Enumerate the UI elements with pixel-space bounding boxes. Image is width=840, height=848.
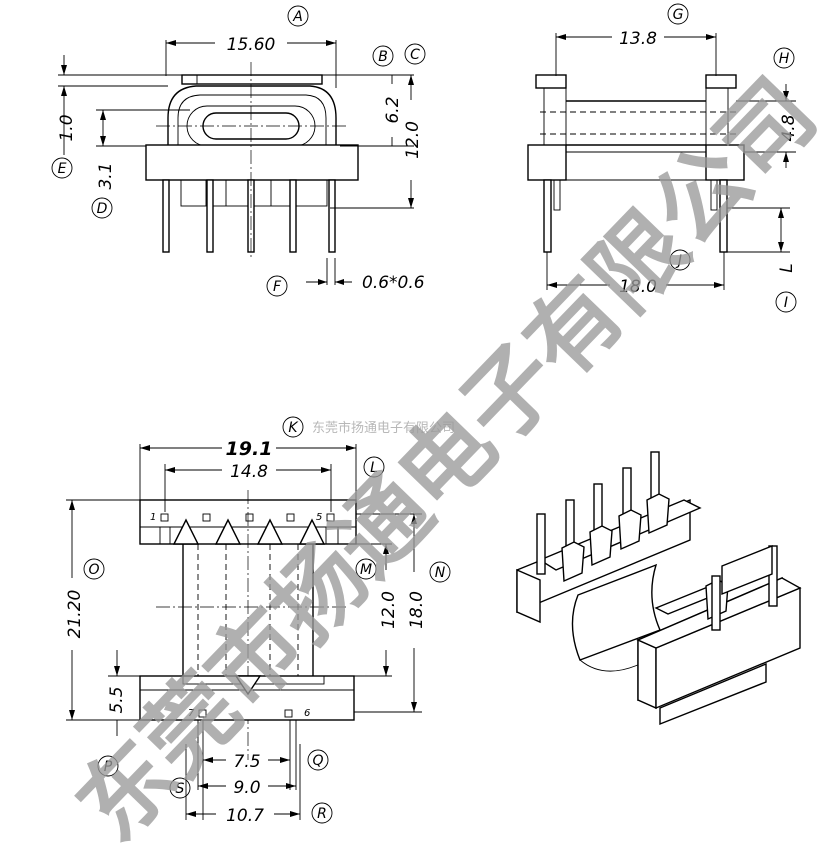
svg-text:F: F bbox=[273, 279, 282, 295]
callout-q: Q bbox=[307, 749, 329, 771]
dim-1-0: 1.0 bbox=[57, 114, 77, 141]
pin-guides-top bbox=[172, 518, 326, 545]
dim-13-8: 13.8 bbox=[619, 29, 657, 49]
svg-text:A: A bbox=[292, 9, 303, 25]
bobbin-body bbox=[167, 85, 337, 145]
isometric-view bbox=[516, 451, 802, 726]
top-plate bbox=[181, 74, 323, 85]
svg-text:J: J bbox=[675, 253, 682, 269]
side-view: 13.8 4.8 L 18.0 G H I J bbox=[527, 3, 799, 313]
svg-text:K: K bbox=[288, 420, 299, 436]
callout-n: N bbox=[429, 561, 451, 583]
svg-text:S: S bbox=[176, 781, 185, 797]
callout-r: R bbox=[311, 802, 333, 824]
svg-text:E: E bbox=[58, 161, 67, 177]
svg-text:C: C bbox=[410, 47, 420, 63]
callout-s: S bbox=[169, 777, 191, 799]
svg-text:N: N bbox=[435, 565, 446, 581]
pin-number-1: 1 bbox=[150, 512, 156, 523]
svg-text:G: G bbox=[673, 7, 684, 23]
front-view: 15.60 6.2 12.0 1.0 3.1 0.6*0.6 bbox=[51, 5, 426, 297]
callout-o: O bbox=[83, 558, 105, 580]
iso-pins-back bbox=[536, 451, 670, 583]
callout-e: E bbox=[51, 157, 73, 179]
dim-14-8: 14.8 bbox=[230, 462, 268, 482]
svg-text:B: B bbox=[378, 49, 388, 65]
svg-text:I: I bbox=[784, 295, 788, 311]
dim-12-0: 12.0 bbox=[403, 121, 423, 159]
dim-18-0-side: 18.0 bbox=[619, 277, 657, 297]
svg-text:Q: Q bbox=[312, 753, 323, 769]
dim-15-60: 15.60 bbox=[227, 35, 276, 55]
dim-9-0: 9.0 bbox=[233, 778, 260, 798]
dim-pin-section: 0.6*0.6 bbox=[362, 273, 425, 293]
company-name-small: 东莞市扬通电子有限公司 bbox=[312, 420, 455, 436]
dim-l: L bbox=[777, 263, 797, 272]
svg-text:D: D bbox=[97, 201, 108, 217]
callout-a: A bbox=[287, 5, 309, 27]
callout-l: L bbox=[363, 456, 385, 478]
dim-6-2: 6.2 bbox=[383, 96, 403, 123]
dim-18-0-plan: 18.0 bbox=[407, 591, 427, 629]
svg-text:L: L bbox=[370, 460, 378, 476]
dim-7-5: 7.5 bbox=[233, 752, 260, 772]
svg-text:P: P bbox=[104, 759, 113, 775]
dim-10-7: 10.7 bbox=[226, 806, 264, 826]
pin-number-6: 6 bbox=[304, 708, 310, 719]
callout-p: P bbox=[97, 755, 119, 777]
front-pins bbox=[162, 179, 336, 253]
dim-3-1: 3.1 bbox=[96, 162, 116, 189]
svg-text:O: O bbox=[88, 562, 99, 578]
pin-number-5: 5 bbox=[316, 512, 322, 523]
callout-h: H bbox=[773, 47, 795, 69]
svg-text:R: R bbox=[317, 806, 327, 822]
callout-g: G bbox=[667, 3, 689, 25]
flange bbox=[145, 144, 359, 181]
callout-d: D bbox=[91, 197, 113, 219]
plan-view: 1 5 7 6 19.1 14.8 bbox=[65, 416, 455, 826]
dim-4-8: 4.8 bbox=[779, 114, 799, 141]
callout-f: F bbox=[266, 275, 288, 297]
callout-c: C bbox=[404, 43, 426, 65]
callout-b: B bbox=[372, 45, 394, 67]
dim-12-0-plan: 12.0 bbox=[379, 591, 399, 629]
callout-k: K bbox=[282, 416, 304, 438]
iso-pins-front bbox=[654, 544, 778, 631]
callout-j: J bbox=[669, 249, 691, 271]
svg-text:M: M bbox=[360, 562, 372, 578]
pin-number-7: 7 bbox=[188, 708, 195, 719]
callout-i: I bbox=[775, 291, 797, 313]
pin-squares-top bbox=[160, 513, 335, 522]
dim-19-1: 19.1 bbox=[226, 438, 273, 460]
callout-m: M bbox=[355, 558, 377, 580]
svg-text:H: H bbox=[779, 51, 790, 67]
dim-21-20: 21.20 bbox=[65, 590, 85, 639]
dim-5-5: 5.5 bbox=[107, 686, 127, 713]
